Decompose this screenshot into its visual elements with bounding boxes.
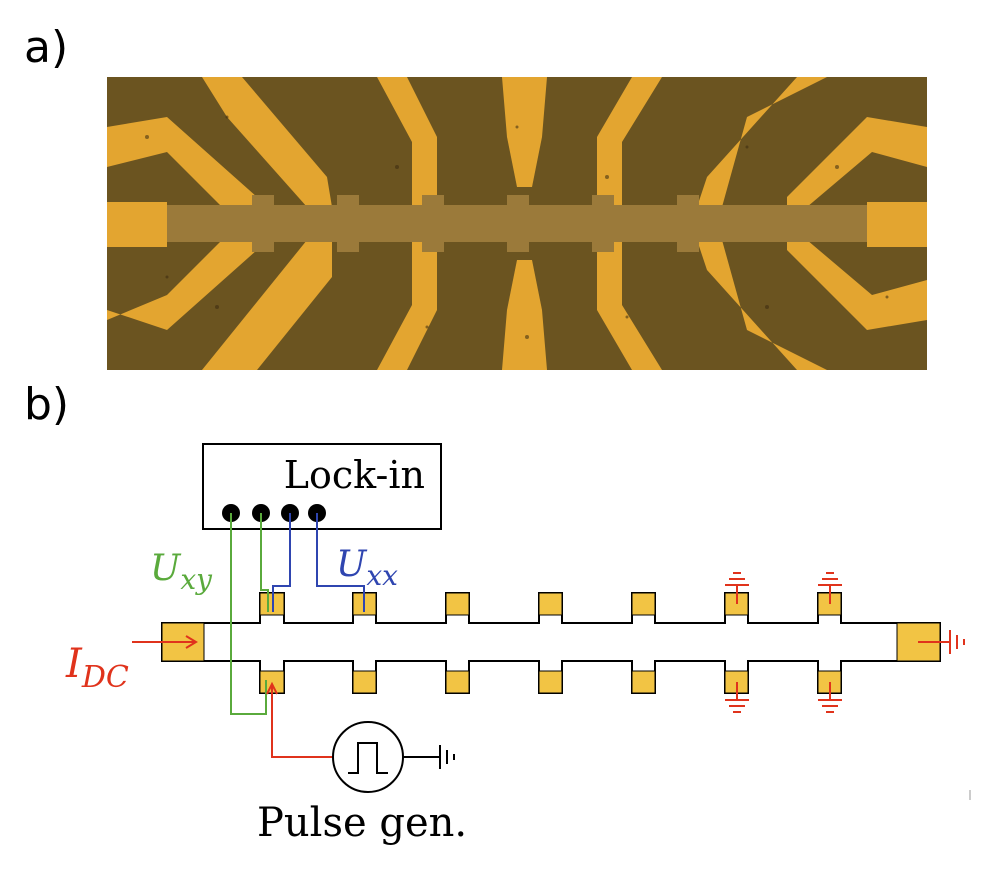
top-ground-icon-6 [725, 572, 749, 604]
uxy-label: Uxy [150, 548, 213, 596]
panel-label-b: b) [24, 379, 70, 430]
pulse-wire [266, 681, 333, 758]
bottom-ground-icon-6 [725, 682, 749, 713]
drain-ground-icon [918, 630, 965, 654]
uxx-label: Uxx [336, 544, 398, 592]
pulse-ground-icon [403, 745, 455, 769]
contact-top-4 [538, 592, 563, 616]
device-micrograph [107, 77, 927, 370]
idc-arrow [132, 635, 198, 649]
micrograph-top-leads [107, 77, 927, 217]
idc-label: IDC [65, 641, 129, 695]
contact-bottom-3 [445, 670, 470, 694]
uxy-sub: xy [180, 563, 213, 596]
bottom-ground-icon-7 [818, 682, 842, 713]
idc-main: I [65, 641, 83, 687]
uxy-wires [230, 513, 269, 715]
contact-bottom-2 [352, 670, 377, 694]
contacts [161, 592, 941, 694]
contact-bottom-4 [538, 670, 563, 694]
micrograph-bottom-leads [107, 230, 927, 370]
contact-top-5 [631, 592, 656, 616]
uxy-main: U [150, 548, 182, 589]
pulse-generator-symbol [332, 721, 404, 793]
contact-top-3 [445, 592, 470, 616]
uxx-sub: xx [366, 559, 398, 592]
panel-label-a: a) [24, 22, 69, 73]
contact-bottom-5 [631, 670, 656, 694]
pulse-waveform-icon [348, 742, 388, 774]
uxx-main: U [336, 544, 368, 585]
uxx-wires [272, 513, 365, 612]
pulse-gen-label: Pulse gen. [257, 800, 467, 846]
idc-sub: DC [81, 660, 129, 695]
top-ground-icon-7 [818, 572, 842, 604]
lockin-label: Lock-in [284, 453, 425, 497]
